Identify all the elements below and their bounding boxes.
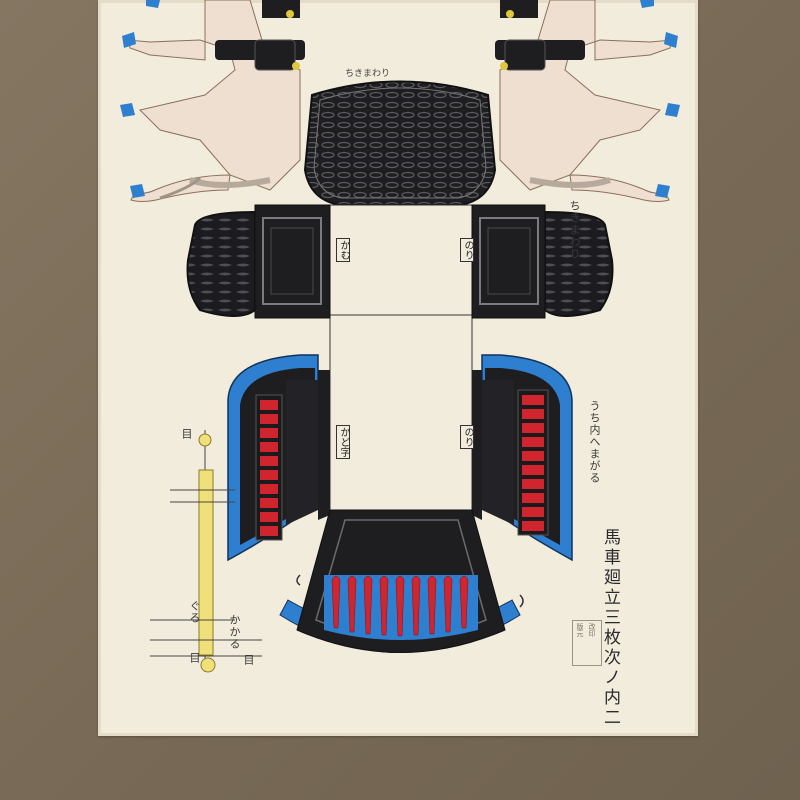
seal-line-1: 版元 [576, 623, 584, 637]
horse-right-figure [495, 0, 680, 202]
left-lower-door-panel [227, 354, 330, 562]
horse-left-figure [120, 0, 305, 202]
axle-label-bottom: 目 [188, 652, 201, 664]
seal-line-2: 改印 [588, 623, 596, 637]
axle-label-mid1: ぐる [188, 600, 201, 624]
carriage-seat-panel [279, 509, 524, 653]
carriage-hood-panel [303, 80, 497, 206]
hood-top-note: ちきまわり [345, 69, 391, 79]
right-upper-side-panel [471, 204, 614, 319]
axle-shaft-part [150, 430, 262, 673]
side-note-right: うち内へまがる [588, 400, 601, 484]
print-title: 馬車廻立三枚次ノ内二 [600, 528, 620, 728]
axle-label-top: 目 [180, 428, 193, 440]
box-label-top-right: のり [460, 238, 474, 262]
left-upper-side-panel [186, 204, 331, 319]
axle-label-mid2: かかる [228, 614, 241, 650]
right-lower-door-panel [472, 354, 573, 562]
axle-label-note: 目 [242, 654, 255, 666]
box-label-mid-right: のり [460, 425, 474, 449]
box-label-top-left: かむ [336, 238, 350, 262]
box-label-mid-left: かど字 [336, 425, 350, 459]
cutline-note-right: ちきまわり [568, 200, 581, 260]
publisher-seal: 版元 改印 [572, 620, 602, 666]
carriage-floor-strip [329, 204, 473, 511]
